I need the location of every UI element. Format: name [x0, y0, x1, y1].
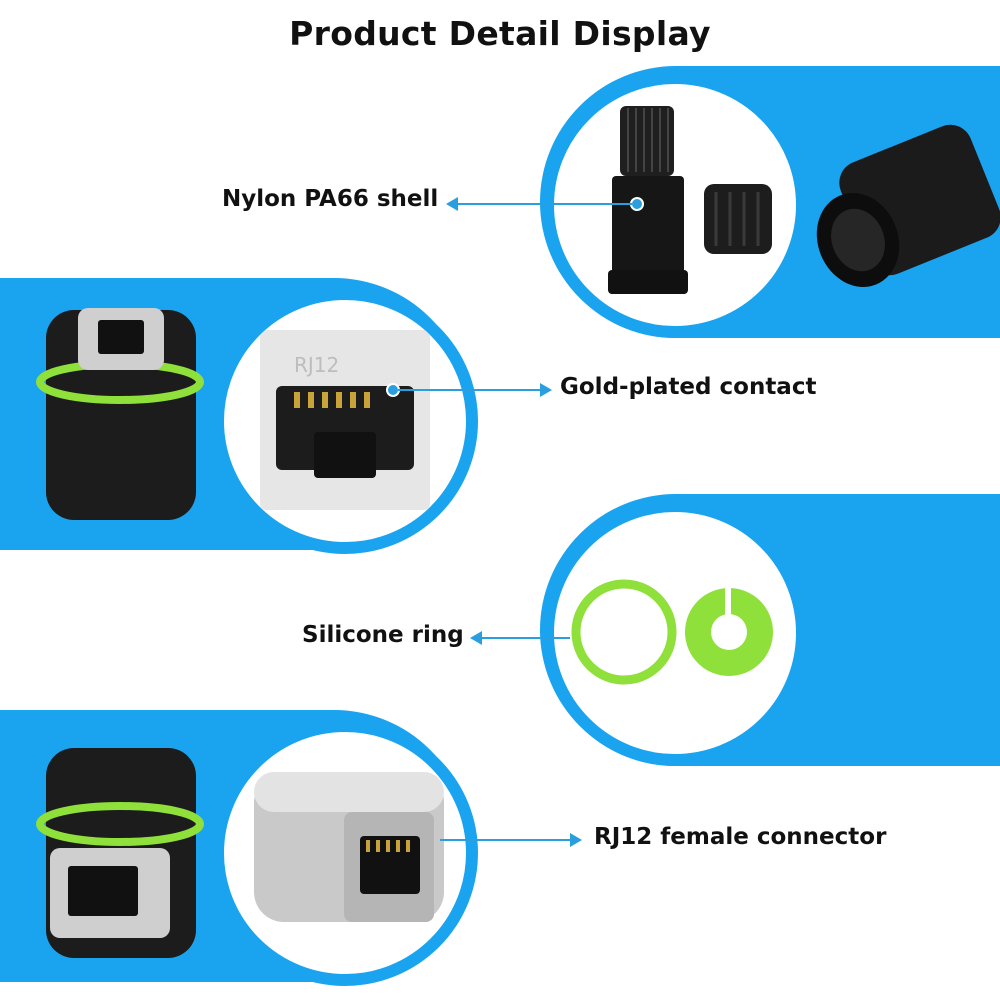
- page-title: Product Detail Display: [289, 14, 711, 53]
- seal-arrow: [470, 631, 570, 645]
- shell-label: Nylon PA66 shell: [222, 186, 439, 212]
- contact-arrow: [398, 383, 552, 397]
- seal-label: Silicone ring: [302, 622, 464, 648]
- female-label: RJ12 female connector: [594, 824, 887, 850]
- shell-marker-dot: [630, 197, 644, 211]
- coupler-top-icon: [36, 308, 204, 520]
- circle-contact-detail: RJ12: [212, 288, 478, 554]
- circle-shell-detail: [542, 72, 808, 338]
- rj12-port-icon: RJ12: [260, 330, 430, 510]
- shell-arrow: [446, 197, 632, 211]
- female-coupler-icon: [254, 772, 444, 922]
- assembled-connector-icon: [816, 124, 1000, 287]
- rj12-embossed-text: RJ12: [294, 353, 339, 377]
- coupler-bottom-icon: [36, 748, 204, 958]
- silicone-ring-icon: [571, 579, 773, 685]
- connector-body-icon: [608, 106, 772, 294]
- circle-female-detail: [212, 720, 478, 986]
- female-arrow: [440, 833, 582, 847]
- circle-seal-detail: [542, 500, 808, 766]
- contact-label: Gold-plated contact: [560, 374, 817, 400]
